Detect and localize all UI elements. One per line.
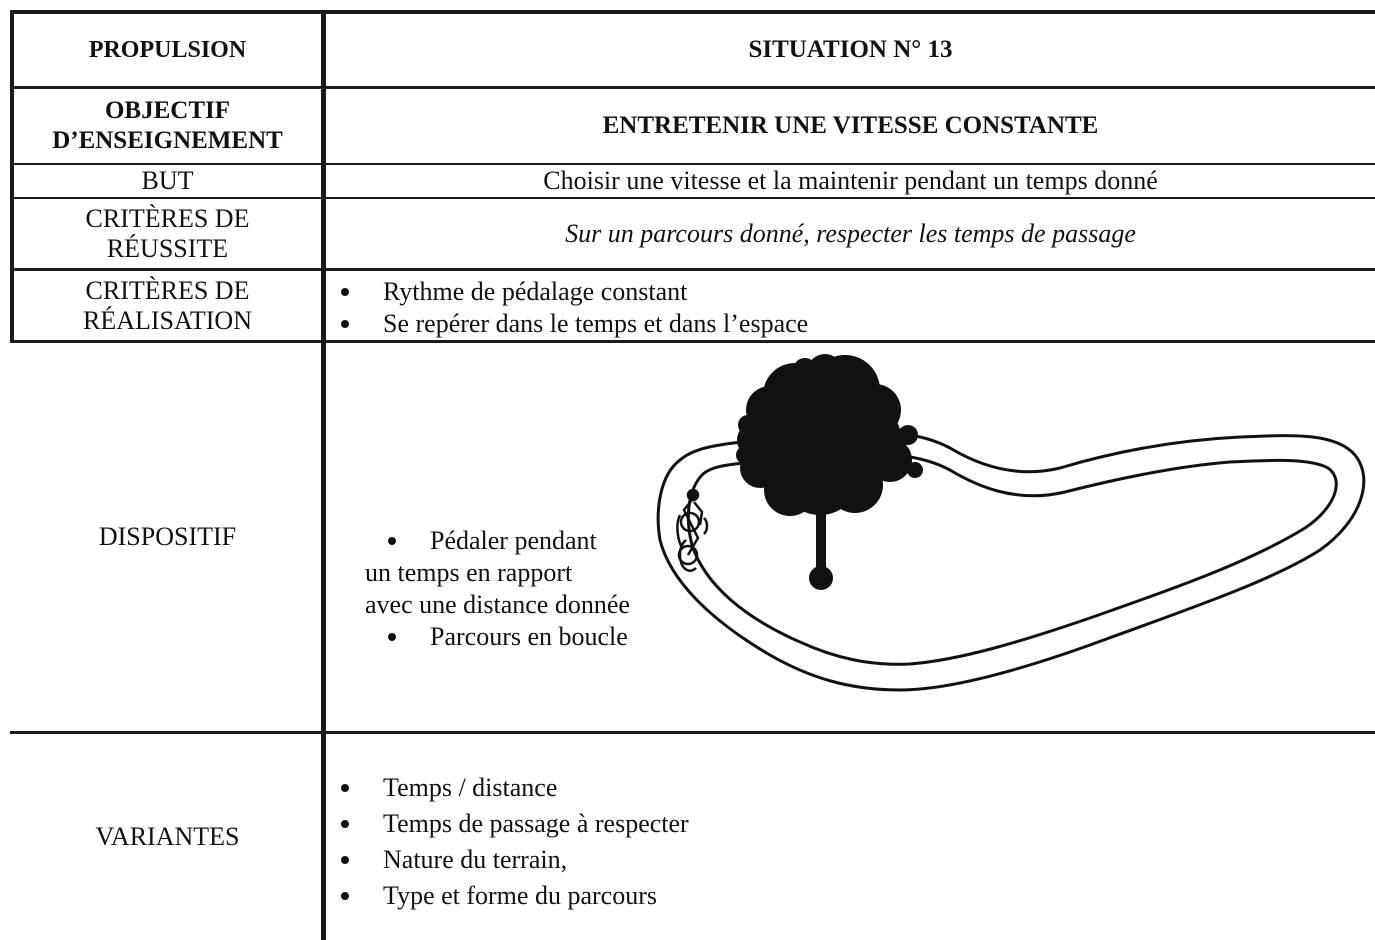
row-divider [10,268,1375,271]
list-item: Parcours en boucle [365,621,705,653]
row-divider [10,197,1375,199]
bullet-icon [341,784,349,792]
bullet-icon [341,320,349,328]
objectif-label-line2: D’ENSEIGNEMENT [52,127,283,154]
header-situation: SITUATION N° 13 [748,36,953,63]
row-divider [10,731,1375,734]
row-divider [10,86,1375,89]
list-item: Type et forme du parcours [333,878,1363,914]
reussite-label: CRITÈRES DE RÉUSSITE [14,199,321,268]
table-left-border [10,10,14,340]
list-item: Pédaler pendant [365,525,705,557]
dispositif-item1-line3: avec une distance donnée [365,590,630,619]
table-top-border [10,10,1375,14]
column-divider [321,10,326,940]
bullet-icon [388,633,396,641]
row-divider [10,163,1375,165]
variantes-list: Temps / distance Temps de passage à resp… [333,770,1363,914]
variantes-label: VARIANTES [95,822,240,851]
bullet-icon [341,892,349,900]
dispositif-illustration [656,354,1366,692]
list-item: Nature du terrain, [333,842,1363,878]
but-value: Choisir une vitesse et la maintenir pend… [543,166,1158,195]
row-divider [10,340,1375,343]
reussite-value: Sur un parcours donné, respecter les tem… [565,218,1136,248]
header-propulsion: PROPULSION [88,36,247,63]
objectif-label-line1: OBJECTIF [104,97,231,124]
objectif-label: OBJECTIF D’ENSEIGNEMENT [14,89,321,163]
realisation-label-line1: CRITÈRES DE [85,275,250,305]
realisation-list: Rythme de pédalage constant Se repérer d… [333,276,1363,340]
realisation-label: CRITÈRES DE RÉALISATION [14,271,321,340]
list-item: Rythme de pédalage constant [333,276,1363,308]
bullet-icon [341,820,349,828]
bullet-icon [341,288,349,296]
dispositif-item1-line2: un temps en rapport [365,558,573,587]
reussite-label-line2: RÉUSSITE [106,233,229,263]
bullet-icon [341,856,349,864]
tree-icon [736,354,923,590]
but-label: BUT [141,166,194,195]
cyclist-icon [676,488,709,572]
bullet-icon [388,537,396,545]
list-item: Temps / distance [333,770,1363,806]
realisation-label-line2: RÉALISATION [83,305,252,335]
dispositif-text: Pédaler pendant un temps en rapport avec… [365,525,705,653]
list-item: Se repérer dans le temps et dans l’espac… [333,308,1363,340]
reussite-label-line1: CRITÈRES DE [85,203,250,233]
list-item: Temps de passage à respecter [333,806,1363,842]
objectif-value: ENTRETENIR UNE VITESSE CONSTANTE [602,112,1099,139]
dispositif-label: DISPOSITIF [98,522,237,551]
